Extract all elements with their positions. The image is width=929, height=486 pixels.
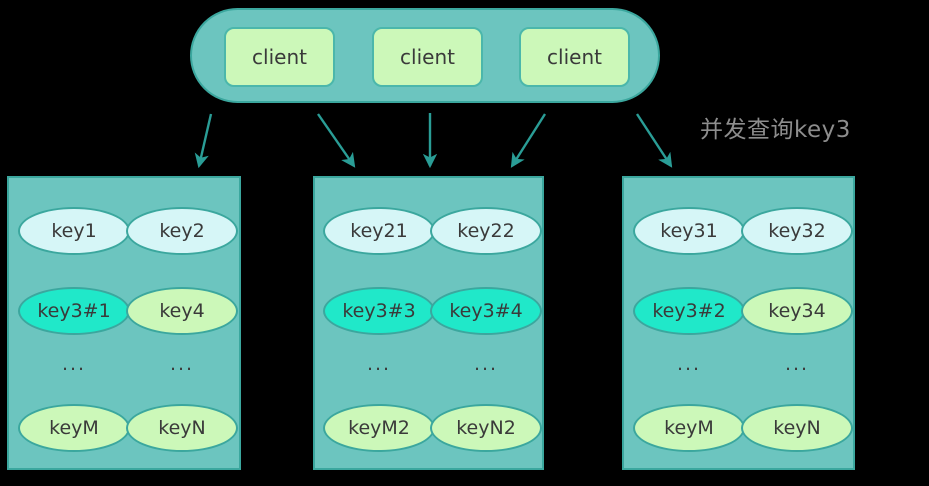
key-node[interactable]: key31 bbox=[633, 207, 745, 255]
ellipsis-placeholder: ... bbox=[366, 353, 392, 375]
key-node[interactable]: keyN bbox=[741, 404, 853, 452]
key-node-highlighted[interactable]: key3#1 bbox=[18, 287, 130, 335]
shard-1: key1 key2 key3#1 key4 ... ... keyM keyN bbox=[7, 176, 241, 470]
key-node[interactable]: key32 bbox=[741, 207, 853, 255]
key-node[interactable]: keyM bbox=[18, 404, 130, 452]
key-node[interactable]: keyN bbox=[126, 404, 238, 452]
key-node[interactable]: key21 bbox=[323, 207, 435, 255]
key-node[interactable]: keyN2 bbox=[430, 404, 542, 452]
key-node[interactable]: key1 bbox=[18, 207, 130, 255]
ellipsis-placeholder: ... bbox=[61, 353, 87, 375]
key-node[interactable]: keyM2 bbox=[323, 404, 435, 452]
client-box-3[interactable]: client bbox=[519, 27, 630, 87]
arrow-client3-to-shard2-right bbox=[510, 113, 547, 168]
client-box-2[interactable]: client bbox=[372, 27, 483, 87]
key-node[interactable]: key4 bbox=[126, 287, 238, 335]
ellipsis-placeholder: ... bbox=[473, 353, 499, 375]
ellipsis-placeholder: ... bbox=[784, 353, 810, 375]
concurrent-query-annotation: 并发查询key3 bbox=[700, 117, 851, 143]
key-node-highlighted[interactable]: key3#4 bbox=[430, 287, 542, 335]
ellipsis-placeholder: ... bbox=[676, 353, 702, 375]
shard-3: key31 key32 key3#2 key34 ... ... keyM ke… bbox=[622, 176, 855, 470]
key-node[interactable]: key34 bbox=[741, 287, 853, 335]
key-node-highlighted[interactable]: key3#2 bbox=[633, 287, 745, 335]
client-box-1[interactable]: client bbox=[224, 27, 335, 87]
ellipsis-placeholder: ... bbox=[169, 353, 195, 375]
key-node[interactable]: key2 bbox=[126, 207, 238, 255]
arrow-client2-to-shard2-left bbox=[317, 113, 356, 168]
shard-2: key21 key22 key3#3 key3#4 ... ... keyM2 … bbox=[313, 176, 544, 470]
key-node-highlighted[interactable]: key3#3 bbox=[323, 287, 435, 335]
key-node[interactable]: key22 bbox=[430, 207, 542, 255]
arrow-client3-to-shard3 bbox=[635, 113, 673, 168]
client-group-container: client client client bbox=[190, 8, 660, 103]
key-node[interactable]: keyM bbox=[633, 404, 745, 452]
arrow-client1-to-shard1 bbox=[194, 113, 213, 169]
